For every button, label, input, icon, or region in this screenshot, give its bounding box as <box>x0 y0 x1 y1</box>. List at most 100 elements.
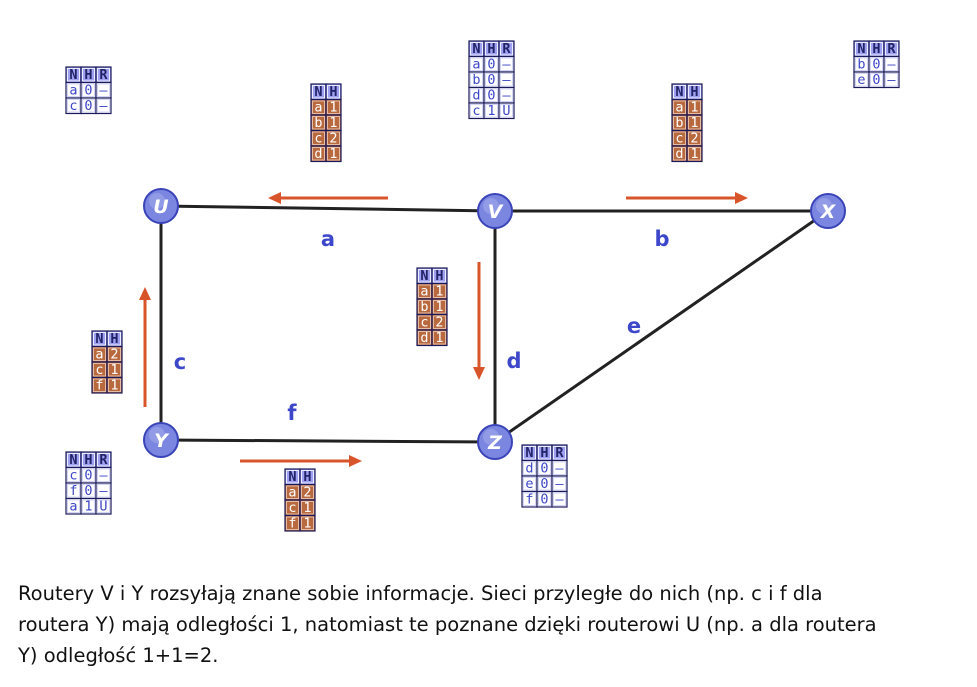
table-header-cell: N <box>525 445 533 461</box>
table-cell: c <box>420 314 428 330</box>
table-header-cell: H <box>329 84 337 100</box>
table-header-cell: H <box>690 84 698 100</box>
table-cell: – <box>887 72 896 88</box>
table-cell: a <box>95 346 103 362</box>
table-cell: c <box>95 362 103 378</box>
table-cell: a <box>288 484 296 500</box>
table-header-cell: N <box>420 268 428 284</box>
router-x: X <box>810 193 846 229</box>
table-cell: b <box>420 299 428 315</box>
table-cell: 1 <box>303 515 311 531</box>
caption-line-2: routera Y) mają odległości 1, natomiast … <box>18 613 877 636</box>
table-header-cell: N <box>69 67 77 83</box>
table-cell: c <box>675 130 683 146</box>
table-cell: – <box>502 87 511 103</box>
router-label: X <box>820 201 837 223</box>
table-header-cell: N <box>95 331 103 347</box>
router-label: U <box>153 196 169 218</box>
table-cell: a <box>675 99 683 115</box>
link-label-b: b <box>654 227 669 251</box>
table-cell: – <box>502 56 511 72</box>
table-cell: b <box>314 115 322 131</box>
table-cell: 1 <box>329 99 337 115</box>
table-cell: 1 <box>435 299 443 315</box>
link-f <box>160 438 496 444</box>
table-cell: 0 <box>84 82 92 98</box>
table-cell: b <box>472 72 480 88</box>
link-label-e: e <box>627 314 641 338</box>
table-header-cell: H <box>487 41 495 57</box>
table-cell: – <box>887 56 896 72</box>
arrow-v-to-z <box>473 262 485 380</box>
table-header-cell: R <box>99 452 108 468</box>
table-header-cell: H <box>303 469 311 485</box>
table-cell: 1 <box>435 330 443 346</box>
table-cell: 0 <box>487 87 495 103</box>
table-cell: b <box>857 56 865 72</box>
table-cell: 1 <box>303 500 311 516</box>
table-cell: – <box>502 72 511 88</box>
table-cell: d <box>314 146 322 162</box>
table-cell: 1 <box>329 115 337 131</box>
table-cell: 2 <box>303 484 311 500</box>
table-cell: a <box>472 56 480 72</box>
table-header-cell: H <box>540 445 548 461</box>
arrows-layer <box>139 192 748 467</box>
table-header-cell: H <box>84 452 92 468</box>
router-label: Y <box>154 430 170 452</box>
table-cell: 0 <box>872 56 880 72</box>
table-cell: 0 <box>84 467 92 483</box>
table-header-cell: H <box>872 41 880 57</box>
table-cell: b <box>675 115 683 131</box>
table-cell: 1 <box>435 283 443 299</box>
table-cell: a <box>69 82 77 98</box>
table-cell: f <box>95 377 103 393</box>
arrow-v-to-u <box>268 192 388 204</box>
table-header-cell: N <box>857 41 865 57</box>
table-header-cell: H <box>84 67 92 83</box>
table-header-cell: N <box>675 84 683 100</box>
table-cell: c <box>288 500 296 516</box>
table-cell: 0 <box>487 56 495 72</box>
table-cell: 0 <box>84 98 92 114</box>
table-cell: c <box>69 98 77 114</box>
table-cell: – <box>555 476 564 492</box>
table-cell: f <box>525 491 533 507</box>
table-cell: 0 <box>872 72 880 88</box>
arrow-y-to-u <box>139 287 151 407</box>
table-cell: 0 <box>487 72 495 88</box>
table-header-cell: R <box>99 67 108 83</box>
link-a <box>160 204 496 213</box>
table-cell: d <box>420 330 428 346</box>
table-cell: 1 <box>110 362 118 378</box>
link-label-a: a <box>321 227 335 251</box>
link-label-c: c <box>174 350 186 374</box>
table-cell: 1 <box>84 498 92 514</box>
router-u: U <box>143 188 179 224</box>
table-cell: 2 <box>690 130 698 146</box>
table-cell: f <box>288 515 296 531</box>
table-cell: 1 <box>690 146 698 162</box>
table-cell: – <box>99 483 108 499</box>
table-cell: 1 <box>110 377 118 393</box>
table-header-cell: H <box>435 268 443 284</box>
router-label: V <box>488 201 504 223</box>
table-cell: a <box>314 99 322 115</box>
table-cell: f <box>69 483 77 499</box>
table-cell: d <box>525 460 533 476</box>
router-z: Z <box>477 424 513 460</box>
table-cell: 0 <box>84 483 92 499</box>
link-e <box>494 209 829 444</box>
table-cell: 1 <box>329 146 337 162</box>
table-header-cell: N <box>314 84 322 100</box>
table-cell: – <box>555 491 564 507</box>
